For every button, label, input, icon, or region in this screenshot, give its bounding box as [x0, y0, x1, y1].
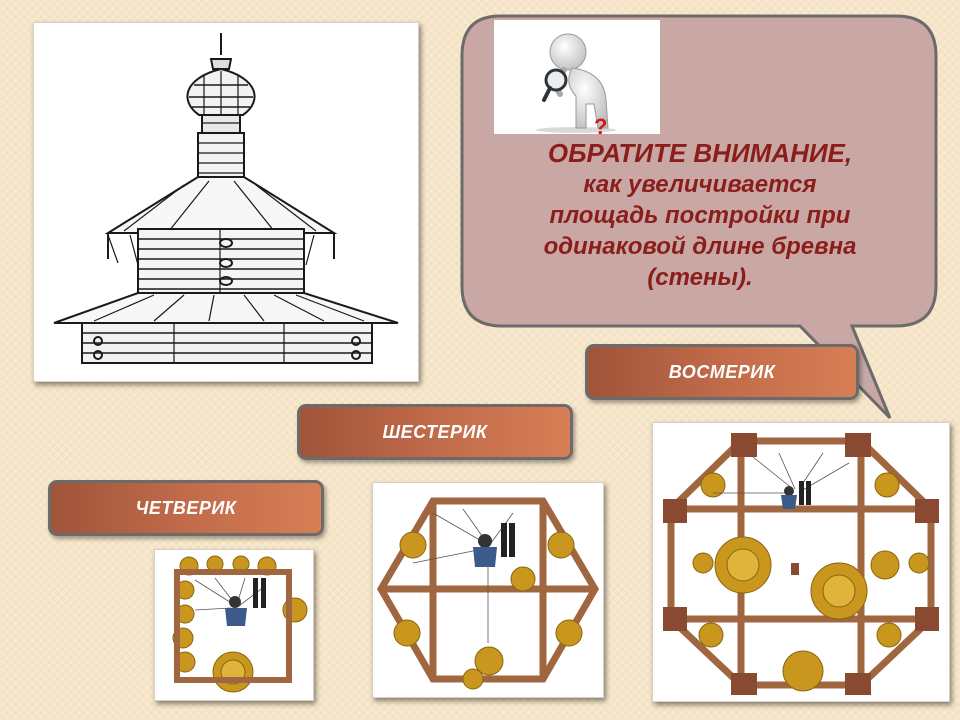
magnifier-icon	[544, 68, 568, 92]
callout-headline: ОБРАТИТЕ ВНИМАНИЕ,	[547, 138, 853, 168]
label-chetverik[interactable]: ЧЕТВЕРИК	[48, 480, 324, 536]
octagon-plan-image	[652, 422, 950, 702]
church-drawing	[53, 33, 399, 364]
square-plan	[172, 555, 308, 693]
callout-line: площадь постройки при	[549, 202, 851, 229]
thinker-image: ?	[494, 20, 660, 139]
lower-roof	[53, 292, 399, 324]
octagon-plan	[663, 433, 939, 695]
hexagon-plan	[376, 497, 600, 690]
church-sketch-image	[33, 22, 419, 382]
callout-line: (стены).	[647, 264, 753, 291]
thinker-figure-icon: ?	[536, 33, 616, 139]
label-vosmerik[interactable]: ВОСМЕРИК	[585, 344, 859, 400]
square-plan-image	[154, 549, 314, 701]
hexagon-plan-image	[372, 482, 604, 698]
callout-line: одинаковой длине бревна	[543, 233, 857, 260]
callout-text: ОБРАТИТЕ ВНИМАНИЕ, как увеличивается пло…	[478, 138, 922, 293]
label-shesterik[interactable]: ШЕСТЕРИК	[297, 404, 573, 460]
upper-roof	[104, 176, 338, 234]
drum	[197, 132, 245, 180]
question-mark-icon: ?	[594, 114, 607, 134]
callout-line: как увеличивается	[583, 171, 817, 198]
